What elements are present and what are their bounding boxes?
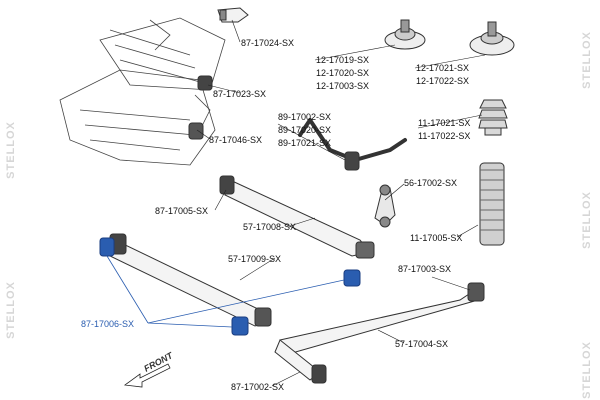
bump-stop-11-17021 xyxy=(478,99,508,136)
label-89-17021: 89-17021-SX xyxy=(278,138,331,148)
bushing-17046 xyxy=(188,122,204,140)
bushing-highlight-1 xyxy=(99,237,115,257)
label-87-17024: 87-17024-SX xyxy=(241,38,294,48)
bushing-highlight-2 xyxy=(343,269,361,287)
strut-mount-12-17021 xyxy=(469,21,515,56)
label-57-17009: 57-17009-SX xyxy=(228,254,281,264)
label-89-17002: 89-17002-SX xyxy=(278,112,331,122)
label-57-17004: 57-17004-SX xyxy=(395,339,448,349)
label-87-17003: 87-17003-SX xyxy=(398,264,451,274)
dust-boot-11-17005 xyxy=(479,162,505,246)
arm-57-17009 xyxy=(107,233,272,327)
label-11-17005: 11-17005-SX xyxy=(410,233,462,243)
label-11-17022: 11-17022-SX xyxy=(418,131,470,141)
label-11-17021: 11-17021-SX xyxy=(418,118,470,128)
bracket-17024 xyxy=(217,7,249,23)
label-12-17019: 12-17019-SX xyxy=(316,55,369,65)
leader-lines xyxy=(196,19,486,387)
label-56-17002: 56-17002-SX xyxy=(404,178,457,188)
arm-57-17004 xyxy=(274,282,485,384)
front-arrow: FRONT xyxy=(123,350,176,388)
label-87-17006: 87-17006-SX xyxy=(81,319,134,329)
strut-mount-12-17019 xyxy=(384,19,426,50)
label-12-17021: 12-17021-SX xyxy=(416,63,469,73)
leader-lines-highlight xyxy=(106,255,345,328)
watermark-right: STELLOX STELLOX STELLOX xyxy=(581,31,593,399)
bushing-highlight-3 xyxy=(231,316,249,336)
label-87-17046: 87-17046-SX xyxy=(209,135,262,145)
watermark-text-right-3: STELLOX xyxy=(581,341,593,399)
label-12-17020: 12-17020-SX xyxy=(316,68,369,78)
watermark-text-left-1: STELLOX xyxy=(5,121,17,179)
arrow-icon xyxy=(123,363,171,388)
label-89-17020: 89-17020-SX xyxy=(278,125,331,135)
label-12-17022: 12-17022-SX xyxy=(416,76,469,86)
label-57-17008: 57-17008-SX xyxy=(243,222,296,232)
subframe-drawing xyxy=(59,17,226,166)
watermark-text-right-1: STELLOX xyxy=(581,31,593,89)
stabilizer-link-56-17002 xyxy=(374,184,396,228)
watermark-text-right-2: STELLOX xyxy=(581,191,593,249)
arm-57-17008 xyxy=(219,175,375,259)
bushing-87-17006-group xyxy=(99,237,361,336)
watermark-left: STELLOX STELLOX xyxy=(5,121,17,339)
watermark-text-left-2: STELLOX xyxy=(5,281,17,339)
label-87-17002: 87-17002-SX xyxy=(231,382,284,392)
stabilizer-bushing-89-17002 xyxy=(344,151,360,171)
label-87-17023: 87-17023-SX xyxy=(213,89,266,99)
part-labels: 87-17024-SX 87-17023-SX 87-17046-SX 87-1… xyxy=(81,38,470,392)
label-12-17003: 12-17003-SX xyxy=(316,81,369,91)
bushing-17023 xyxy=(197,75,213,91)
label-87-17005: 87-17005-SX xyxy=(155,206,208,216)
